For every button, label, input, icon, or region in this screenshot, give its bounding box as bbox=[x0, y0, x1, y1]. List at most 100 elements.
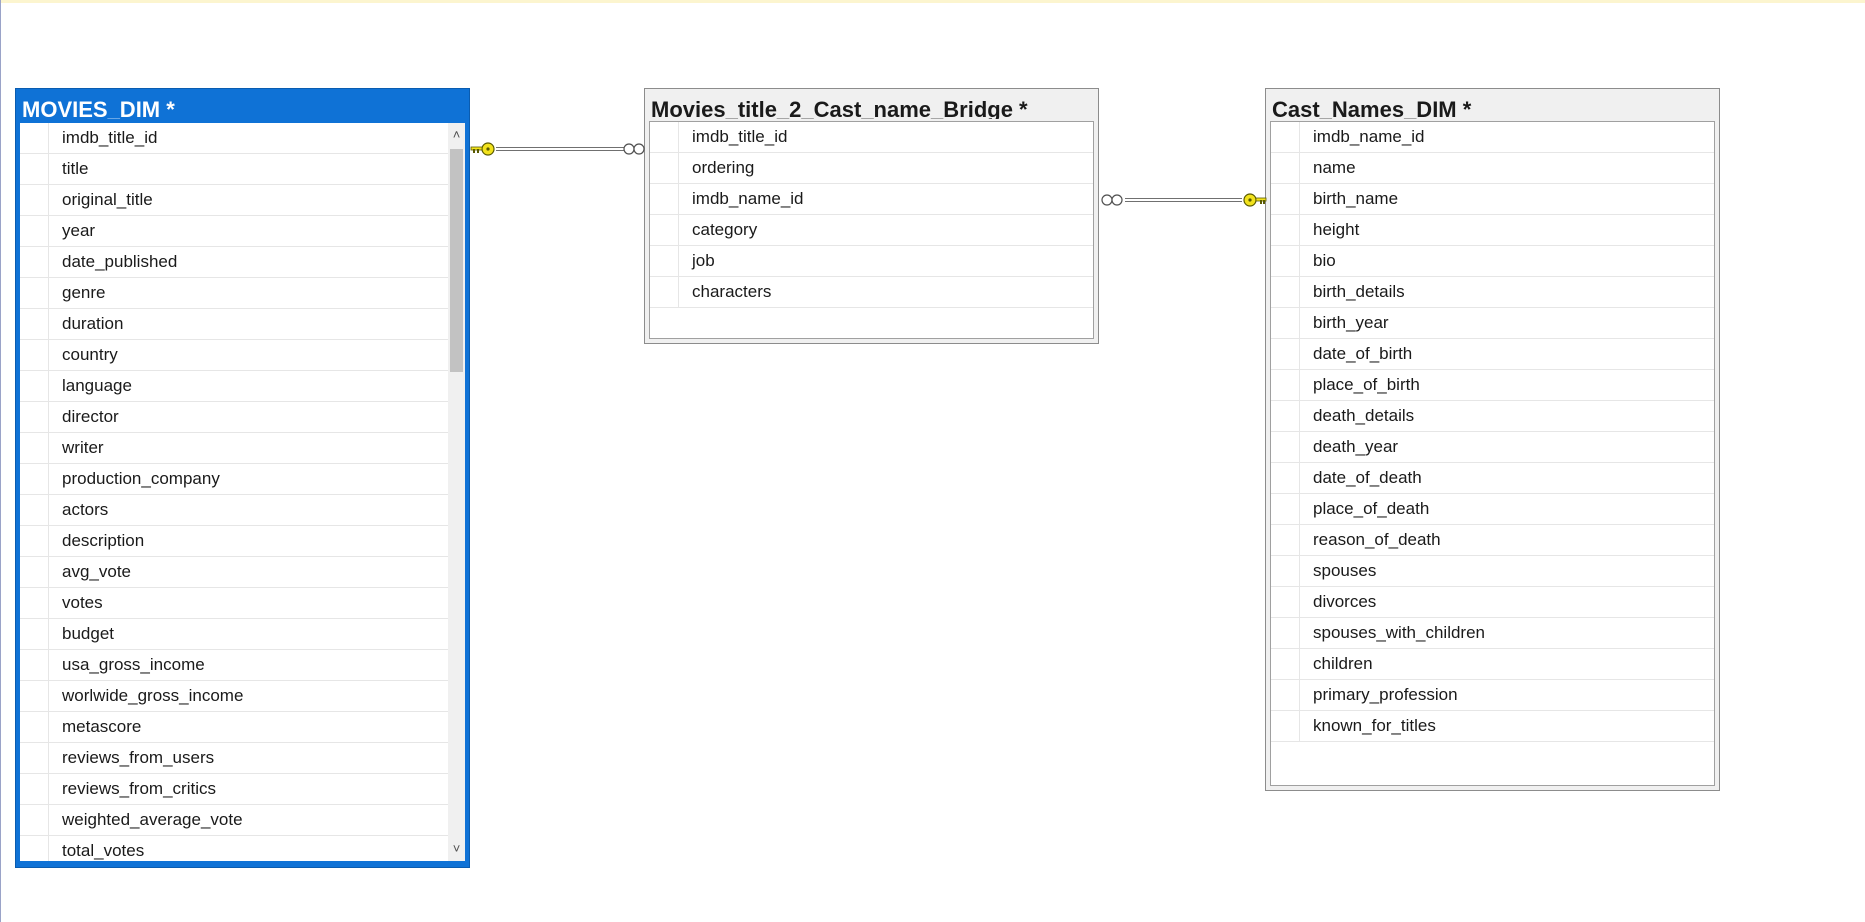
row-selector[interactable] bbox=[20, 681, 49, 711]
row-selector[interactable] bbox=[20, 836, 49, 861]
row-selector[interactable] bbox=[1271, 618, 1300, 648]
column-row[interactable]: imdb_title_id bbox=[20, 123, 448, 154]
row-selector[interactable] bbox=[20, 619, 49, 649]
row-selector[interactable] bbox=[20, 402, 49, 432]
column-row[interactable]: birth_name bbox=[1271, 184, 1714, 215]
row-selector[interactable] bbox=[1271, 525, 1300, 555]
row-selector[interactable] bbox=[20, 433, 49, 463]
row-selector[interactable] bbox=[1271, 215, 1300, 245]
row-selector[interactable] bbox=[20, 278, 49, 308]
column-row[interactable]: date_published bbox=[20, 247, 448, 278]
row-selector[interactable] bbox=[1271, 649, 1300, 679]
column-row[interactable]: death_year bbox=[1271, 432, 1714, 463]
column-row[interactable]: genre bbox=[20, 278, 448, 309]
row-selector[interactable] bbox=[20, 557, 49, 587]
row-selector[interactable] bbox=[650, 122, 679, 152]
row-selector[interactable] bbox=[20, 526, 49, 556]
row-selector[interactable] bbox=[1271, 153, 1300, 183]
row-selector[interactable] bbox=[1271, 308, 1300, 338]
row-selector[interactable] bbox=[1271, 556, 1300, 586]
row-selector[interactable] bbox=[650, 277, 679, 307]
column-row[interactable]: birth_year bbox=[1271, 308, 1714, 339]
column-row[interactable]: imdb_name_id bbox=[1271, 122, 1714, 153]
column-row[interactable]: place_of_death bbox=[1271, 494, 1714, 525]
row-selector[interactable] bbox=[1271, 494, 1300, 524]
column-row[interactable]: divorces bbox=[1271, 587, 1714, 618]
column-row[interactable]: year bbox=[20, 216, 448, 247]
row-selector[interactable] bbox=[650, 184, 679, 214]
column-row[interactable]: votes bbox=[20, 588, 448, 619]
row-selector[interactable] bbox=[20, 309, 49, 339]
column-row[interactable]: total_votes bbox=[20, 836, 448, 861]
column-row[interactable]: primary_profession bbox=[1271, 680, 1714, 711]
column-row[interactable]: spouses bbox=[1271, 556, 1714, 587]
row-selector[interactable] bbox=[1271, 587, 1300, 617]
row-selector[interactable] bbox=[1271, 339, 1300, 369]
row-selector[interactable] bbox=[1271, 184, 1300, 214]
column-row[interactable]: place_of_birth bbox=[1271, 370, 1714, 401]
column-row[interactable]: reviews_from_users bbox=[20, 743, 448, 774]
chevron-down-icon[interactable]: ˅ bbox=[452, 841, 461, 856]
row-selector[interactable] bbox=[650, 246, 679, 276]
column-row[interactable]: production_company bbox=[20, 464, 448, 495]
column-row[interactable]: date_of_birth bbox=[1271, 339, 1714, 370]
row-selector[interactable] bbox=[650, 215, 679, 245]
column-row[interactable]: category bbox=[650, 215, 1093, 246]
scrollbar-thumb[interactable] bbox=[450, 149, 463, 372]
column-row[interactable]: duration bbox=[20, 309, 448, 340]
row-selector[interactable] bbox=[1271, 463, 1300, 493]
column-row[interactable]: title bbox=[20, 154, 448, 185]
column-row[interactable]: characters bbox=[650, 277, 1093, 308]
column-row[interactable]: original_title bbox=[20, 185, 448, 216]
relationship-movies-bridge[interactable] bbox=[470, 142, 645, 156]
column-row[interactable]: imdb_name_id bbox=[650, 184, 1093, 215]
table-bridge[interactable]: Movies_title_2_Cast_name_Bridge * imdb_t… bbox=[644, 88, 1099, 344]
vertical-scrollbar[interactable]: ˄ ˅ bbox=[448, 123, 465, 861]
row-selector[interactable] bbox=[1271, 401, 1300, 431]
row-selector[interactable] bbox=[1271, 711, 1300, 741]
row-selector[interactable] bbox=[1271, 277, 1300, 307]
column-row[interactable]: usa_gross_income bbox=[20, 650, 448, 681]
column-row[interactable]: reviews_from_critics bbox=[20, 774, 448, 805]
column-row[interactable]: imdb_title_id bbox=[650, 122, 1093, 153]
table-title-cast-names[interactable]: Cast_Names_DIM * bbox=[1272, 97, 1472, 119]
column-row[interactable]: bio bbox=[1271, 246, 1714, 277]
column-row[interactable]: actors bbox=[20, 495, 448, 526]
row-selector[interactable] bbox=[20, 712, 49, 742]
column-row[interactable]: avg_vote bbox=[20, 557, 448, 588]
row-selector[interactable] bbox=[20, 464, 49, 494]
column-row[interactable]: metascore bbox=[20, 712, 448, 743]
column-row[interactable]: description bbox=[20, 526, 448, 557]
table-title-bridge[interactable]: Movies_title_2_Cast_name_Bridge * bbox=[651, 97, 1028, 119]
row-selector[interactable] bbox=[20, 588, 49, 618]
column-row[interactable]: name bbox=[1271, 153, 1714, 184]
column-row[interactable]: language bbox=[20, 371, 448, 402]
row-selector[interactable] bbox=[20, 371, 49, 401]
column-row[interactable]: country bbox=[20, 340, 448, 371]
row-selector[interactable] bbox=[20, 247, 49, 277]
column-row[interactable]: date_of_death bbox=[1271, 463, 1714, 494]
table-title-movies-dim[interactable]: MOVIES_DIM * bbox=[22, 97, 175, 119]
row-selector[interactable] bbox=[20, 743, 49, 773]
column-row[interactable]: worlwide_gross_income bbox=[20, 681, 448, 712]
column-row[interactable]: writer bbox=[20, 433, 448, 464]
column-row[interactable]: director bbox=[20, 402, 448, 433]
relationship-bridge-cast[interactable] bbox=[1101, 193, 1267, 207]
row-selector[interactable] bbox=[20, 123, 49, 153]
column-row[interactable]: known_for_titles bbox=[1271, 711, 1714, 742]
column-row[interactable]: reason_of_death bbox=[1271, 525, 1714, 556]
row-selector[interactable] bbox=[1271, 680, 1300, 710]
column-row[interactable]: job bbox=[650, 246, 1093, 277]
row-selector[interactable] bbox=[20, 650, 49, 680]
column-row[interactable]: ordering bbox=[650, 153, 1093, 184]
chevron-up-icon[interactable]: ˄ bbox=[452, 127, 461, 142]
column-row[interactable]: birth_details bbox=[1271, 277, 1714, 308]
row-selector[interactable] bbox=[20, 805, 49, 835]
row-selector[interactable] bbox=[20, 495, 49, 525]
row-selector[interactable] bbox=[20, 154, 49, 184]
column-row[interactable]: death_details bbox=[1271, 401, 1714, 432]
row-selector[interactable] bbox=[1271, 432, 1300, 462]
row-selector[interactable] bbox=[1271, 370, 1300, 400]
